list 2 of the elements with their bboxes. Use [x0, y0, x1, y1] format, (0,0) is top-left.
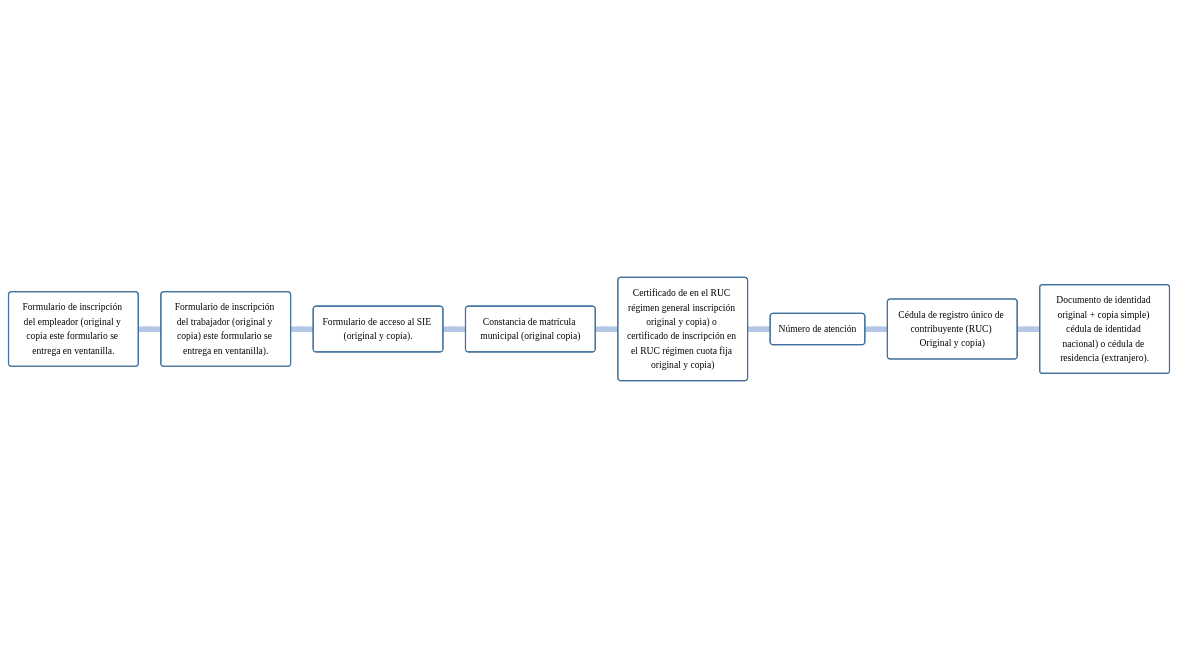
- connector: [441, 326, 467, 333]
- connector: [863, 326, 889, 333]
